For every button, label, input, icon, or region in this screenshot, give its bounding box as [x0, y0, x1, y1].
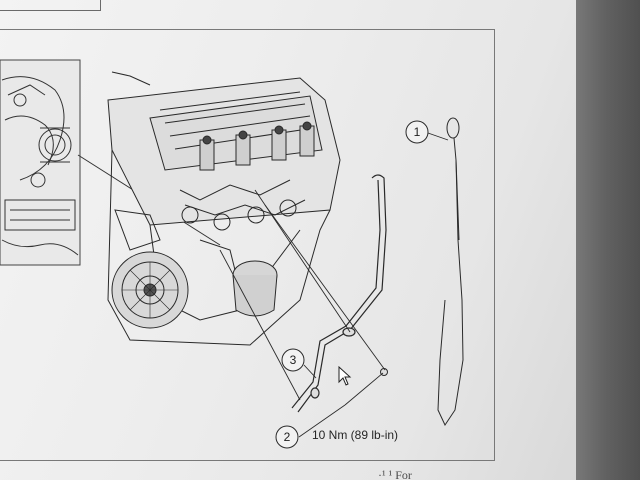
- callout-number-1: 1: [413, 125, 421, 139]
- callout-circle-3: [281, 348, 305, 372]
- mouse-pointer-icon: [338, 365, 352, 391]
- leader-lines: [219, 132, 449, 438]
- dipstick-tube: [291, 174, 387, 413]
- inset-detail: [0, 59, 81, 266]
- previous-figure-frame: [0, 0, 101, 11]
- dipstick: [437, 117, 464, 427]
- engine-illustration: [0, 59, 464, 449]
- callout-circle-1: [405, 120, 429, 144]
- footer-text-fragment: ⁠·¹ ¹ For: [378, 468, 412, 480]
- engine-block: [107, 71, 341, 346]
- figure-frame: [0, 29, 495, 461]
- monitor-edge: [572, 0, 640, 480]
- manual-page: 1 3 2 10 Nm (89 lb-in) ⁠·¹ ¹ For: [0, 0, 576, 480]
- torque-spec: 10 Nm (89 lb-in): [312, 428, 399, 442]
- callout-circle-2: [275, 425, 299, 449]
- callout-number-2: 2: [283, 430, 291, 444]
- callout-number-3: 3: [289, 353, 297, 367]
